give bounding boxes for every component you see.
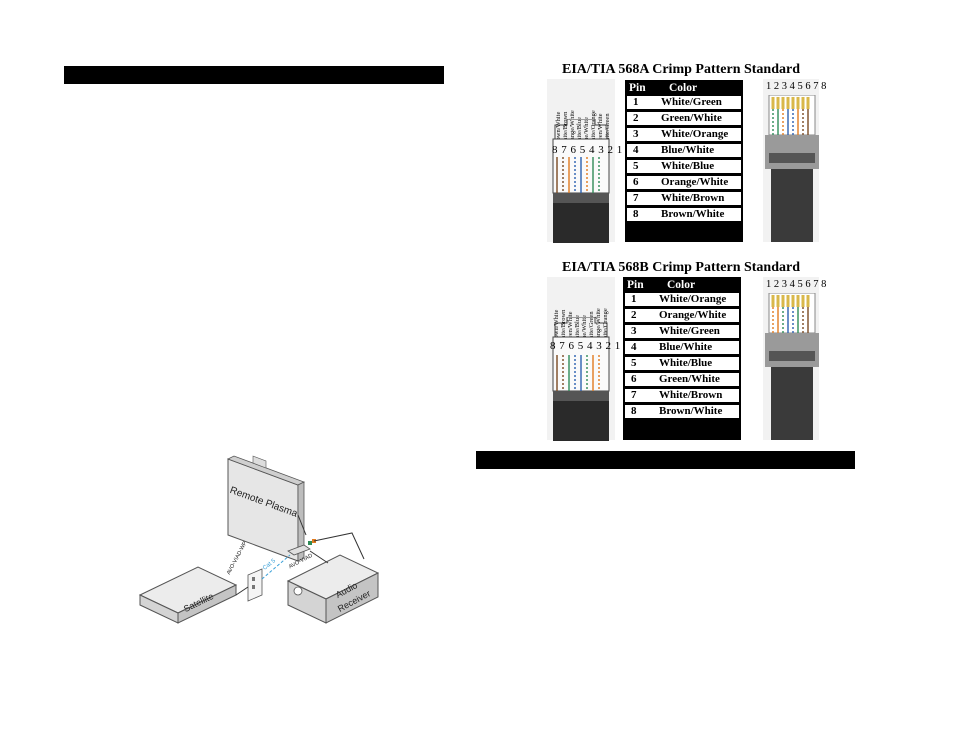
wire-color: Brown/White (659, 405, 723, 417)
pin-number: 1 (631, 293, 637, 305)
568b-table-row: 1 White/Orange (625, 293, 739, 306)
568a-color-column-header: Color (669, 82, 698, 94)
wire-color: White/Green (661, 96, 722, 108)
568b-table-row: 5 White/Blue (625, 357, 739, 370)
568b-table-row: 7 White/Brown (625, 389, 739, 402)
568a-pin-column-header: Pin (629, 82, 646, 94)
wire-color: Green/White (661, 112, 722, 124)
568b-right-pin-numbers: 1 2 3 4 5 6 7 8 (766, 279, 827, 290)
connection-diagram: Remote Plasma Satellite Audio Receiver C… (138, 455, 388, 625)
568a-table-row: 8 Brown/White (627, 208, 741, 221)
568a-right-pin-numbers: 1 2 3 4 5 6 7 8 (766, 81, 827, 92)
pin-number: 8 (633, 208, 639, 220)
pin-number: 3 (633, 128, 639, 140)
pin-number: 1 (633, 96, 639, 108)
wire-color: Green/White (659, 373, 720, 385)
figure-568b-title: EIA/TIA 568B Crimp Pattern Standard (561, 260, 801, 275)
pin-number: 7 (633, 192, 639, 204)
wire-color: Orange/White (661, 176, 729, 188)
568a-table-row: 1 White/Green (627, 96, 741, 109)
568b-table-row: 4 Blue/White (625, 341, 739, 354)
figure-568a: EIA/TIA 568A Crimp Pattern Standard Brow… (541, 59, 826, 244)
568a-table-row: 2 Green/White (627, 112, 741, 125)
wire-color: White/Green (659, 325, 720, 337)
wire-color: Blue/White (659, 341, 713, 353)
pin-number: 6 (631, 373, 637, 385)
568b-jack-drawing (552, 317, 610, 441)
figure-568b: EIA/TIA 568B Crimp Pattern Standard Brow… (541, 257, 826, 442)
568b-plug-drawing (765, 293, 819, 440)
pin-number: 2 (633, 112, 639, 124)
568b-color-column-header: Color (667, 279, 696, 291)
568b-table-row: 8 Brown/White (625, 405, 739, 418)
pin-number: 2 (631, 309, 637, 321)
left-section-header-bar (64, 66, 444, 84)
568a-table-row: 7 White/Brown (627, 192, 741, 205)
568a-table-row: 3 White/Orange (627, 128, 741, 141)
568a-table-row: 4 Blue/White (627, 144, 741, 157)
568b-left-pin-numbers: 8 7 6 5 4 3 2 1 (550, 340, 621, 352)
568a-plug-drawing (765, 95, 819, 242)
figure-568a-title: EIA/TIA 568A Crimp Pattern Standard (561, 62, 801, 77)
pin-number: 8 (631, 405, 637, 417)
connection-diagram-drawing (138, 455, 380, 624)
pin-number: 5 (631, 357, 637, 369)
pin-number: 5 (633, 160, 639, 172)
wire-color: White/Blue (661, 160, 715, 172)
568a-left-pin-numbers: 8 7 6 5 4 3 2 1 (552, 144, 623, 156)
568a-jack-drawing (552, 119, 610, 243)
wire-color: Brown/White (661, 208, 725, 220)
wire-color: Orange/White (659, 309, 727, 321)
pin-number: 3 (631, 325, 637, 337)
pin-number: 4 (631, 341, 637, 353)
pin-number: 7 (631, 389, 637, 401)
568b-table-row: 3 White/Green (625, 325, 739, 338)
wire-color: White/Brown (659, 389, 723, 401)
568b-table-row: 6 Green/White (625, 373, 739, 386)
wire-color: Blue/White (661, 144, 715, 156)
wire-color: White/Orange (659, 293, 727, 305)
wire-color: White/Brown (661, 192, 725, 204)
right-section-header-bar (476, 451, 855, 469)
568b-table-row: 2 Orange/White (625, 309, 739, 322)
pin-number: 4 (633, 144, 639, 156)
568a-table-row: 5 White/Blue (627, 160, 741, 173)
568b-pin-column-header: Pin (627, 279, 644, 291)
568a-table-row: 6 Orange/White (627, 176, 741, 189)
wire-color: White/Orange (661, 128, 729, 140)
pin-number: 6 (633, 176, 639, 188)
wire-color: White/Blue (659, 357, 713, 369)
